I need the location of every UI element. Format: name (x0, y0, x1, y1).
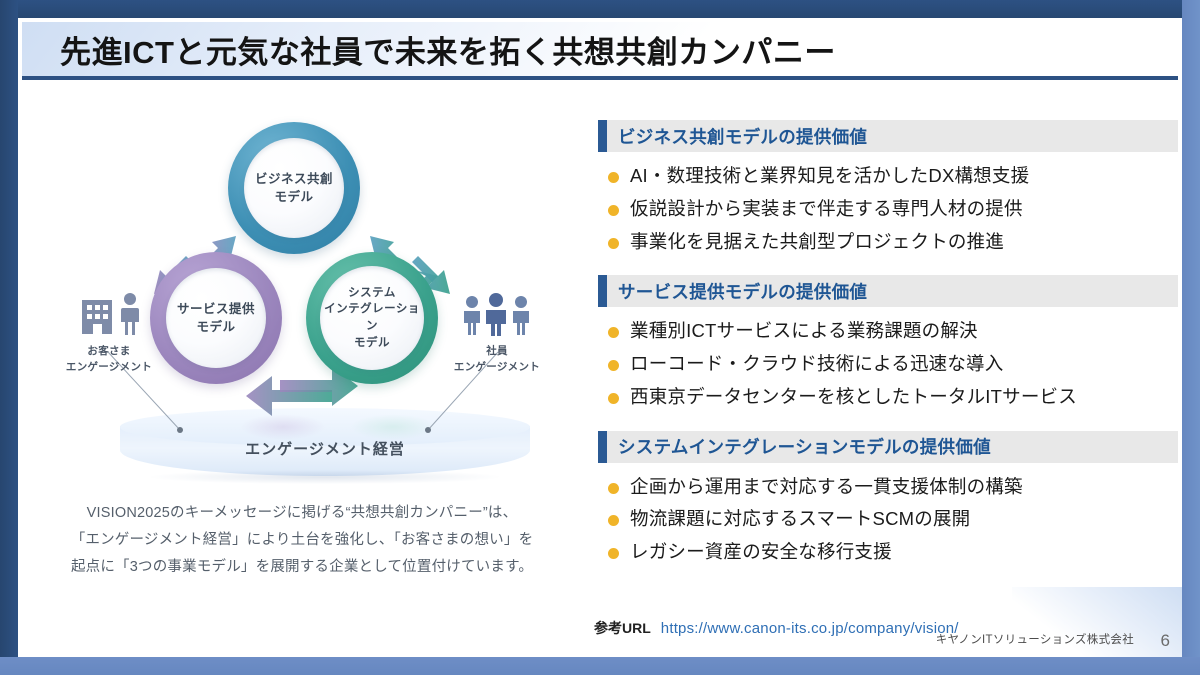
page-title: 先進ICTと元気な社員で未来を拓く共想共創カンパニー (60, 34, 836, 70)
list-item: 事業化を見据えた共創型プロジェクトの推進 (608, 228, 1178, 256)
list-item: 企画から運用まで対応する一貫支援体制の構築 (608, 473, 1178, 501)
right-border-rail (1182, 0, 1200, 675)
circle-label-line2: モデル (274, 190, 314, 204)
diagram-description: VISION2025のキーメッセージに掲げる“共想共創カンパニー”は、 「エンゲ… (40, 500, 564, 580)
circle-label-line3: モデル (354, 336, 390, 349)
bullet-text: 物流課題に対応するスマートSCMの展開 (630, 508, 971, 530)
left-border-rail (0, 0, 18, 675)
circle-service-provision: サービス提供 モデル (150, 252, 282, 384)
bullet-dot-icon (608, 172, 619, 183)
section-accent-bar (598, 430, 607, 463)
description-line1: VISION2025のキーメッセージに掲げる“共想共創カンパニー”は、 (86, 505, 518, 521)
top-border-band (0, 0, 1200, 18)
bullet-dot-icon (608, 548, 619, 559)
circle-label: システム インテグレーション モデル (320, 285, 424, 352)
circle-system-integration: システム インテグレーション モデル (306, 252, 438, 384)
caption-line2: エンゲージメント (65, 360, 153, 373)
diagram-column: エンゲージメント経営 (22, 92, 582, 652)
bullet-text: AI・数理技術と業界知見を活かしたDX構想支援 (630, 165, 1030, 186)
bullet-text: 企画から運用まで対応する一貫支援体制の構築 (630, 475, 1023, 497)
company-name: キヤノンITソリューションズ株式会社 (935, 634, 1134, 646)
circle-inner: システム インテグレーション モデル (320, 266, 424, 370)
section-title: サービス提供モデルの提供価値 (618, 281, 868, 302)
corner-decoration (1012, 587, 1182, 657)
person-icon (120, 293, 139, 335)
base-label: エンゲージメント経営 (245, 441, 405, 458)
bullet-list: 業種別ICTサービスによる業務課題の解決 ローコード・クラウド技術による迅速な導… (598, 317, 1178, 410)
engagement-base-cylinder: エンゲージメント経営 (120, 408, 530, 488)
list-item: 西東京データセンターを核としたトータルITサービス (608, 383, 1178, 411)
circle-label-line2: インテグレーション (324, 303, 420, 332)
list-item: 仮説設計から実装まで伴走する専門人材の提供 (608, 195, 1178, 223)
bullet-text: 事業化を見据えた共創型プロジェクトの推進 (630, 230, 1005, 252)
cylinder-shadow (150, 470, 500, 484)
circle-label-line2: モデル (196, 320, 236, 334)
employee-engagement-caption: 社員 エンゲージメント (432, 344, 562, 376)
circle-label: ビジネス共創 モデル (255, 170, 333, 206)
bullet-text: ローコード・クラウド技術による迅速な導入 (630, 353, 1004, 374)
bullet-text: レガシー資産の安全な移行支援 (630, 541, 892, 562)
caption-line1: 社員 (486, 345, 508, 357)
building-icon (81, 300, 112, 334)
icon-row (44, 280, 174, 336)
title-bar: 先進ICTと元気な社員で未来を拓く共想共創カンパニー (22, 22, 1178, 80)
bullet-dot-icon (608, 392, 619, 404)
section-title: ビジネス共創モデルの提供価値 (618, 126, 868, 147)
customer-engagement-caption: お客さま エンゲージメント (44, 344, 174, 376)
list-item: ローコード・クラウド技術による迅速な導入 (608, 350, 1178, 378)
circle-label: サービス提供 モデル (177, 300, 255, 336)
content-area: エンゲージメント経営 (22, 92, 1178, 652)
bullet-dot-icon (608, 237, 619, 249)
circle-label-line1: ビジネス共創 (254, 171, 333, 186)
reference-url-line: 参考URL https://www.canon-its.co.jp/compan… (594, 618, 959, 638)
bullet-dot-icon (608, 515, 619, 527)
bullet-list: 企画から運用まで対応する一貫支援体制の構築 物流課題に対応するスマートSCMの展… (598, 473, 1178, 566)
bullet-list: AI・数理技術と業界知見を活かしたDX構想支援 仮説設計から実装まで伴走する専門… (598, 162, 1178, 255)
list-item: レガシー資産の安全な移行支援 (608, 538, 1178, 566)
reflection-teal (350, 414, 436, 440)
bullet-dot-icon (608, 482, 619, 494)
customer-engagement-group: お客さま エンゲージメント (44, 280, 174, 376)
value-sections-column: ビジネス共創モデルの提供価値 AI・数理技術と業界知見を活かしたDX構想支援 仮… (598, 120, 1178, 586)
bullet-dot-icon (608, 360, 619, 371)
description-line3: 起点に「3つの事業モデル」を展開する企業として位置付けています。 (70, 558, 534, 575)
bottom-border-band (0, 657, 1200, 675)
section-service-provision: サービス提供モデルの提供価値 業種別ICTサービスによる業務課題の解決 ローコー… (598, 275, 1178, 410)
bullet-text: 仮説設計から実装まで伴走する専門人材の提供 (630, 197, 1023, 219)
circle-inner: ビジネス共創 モデル (244, 138, 344, 238)
circle-business-co-creation: ビジネス共創 モデル (228, 122, 360, 254)
reflection-purple (240, 414, 326, 440)
section-business-co-creation: ビジネス共創モデルの提供価値 AI・数理技術と業界知見を活かしたDX構想支援 仮… (598, 120, 1178, 255)
bullet-text: 業種別ICTサービスによる業務課題の解決 (630, 320, 978, 342)
business-model-diagram: エンゲージメント経営 (32, 100, 572, 500)
section-title: システムインテグレーションモデルの提供価値 (618, 437, 991, 457)
reference-label: 参考URL (594, 620, 651, 636)
bullet-text: 西東京データセンターを核としたトータルITサービス (630, 385, 1077, 407)
icon-row (432, 280, 562, 336)
section-header: ビジネス共創モデルの提供価値 (598, 120, 1178, 152)
three-people-icon (464, 293, 529, 336)
list-item: 業種別ICTサービスによる業務課題の解決 (608, 317, 1178, 345)
caption-line2: エンゲージメント (453, 360, 541, 373)
list-item: AI・数理技術と業界知見を活かしたDX構想支援 (608, 162, 1178, 190)
bullet-dot-icon (608, 204, 619, 216)
section-accent-bar (598, 275, 607, 308)
bullet-dot-icon (608, 327, 619, 339)
caption-line1: お客さま (87, 345, 131, 357)
reference-link[interactable]: https://www.canon-its.co.jp/company/visi… (660, 620, 959, 637)
employee-engagement-group: 社員 エンゲージメント (432, 280, 562, 376)
section-accent-bar (598, 120, 607, 152)
circle-label-line1: サービス提供 (176, 301, 255, 316)
section-header: システムインテグレーションモデルの提供価値 (598, 430, 1178, 463)
description-line2: 「エンゲージメント経営」により土台を強化し、「お客さまの想い」を (70, 531, 534, 548)
section-system-integration: システムインテグレーションモデルの提供価値 企画から運用まで対応する一貫支援体制… (598, 430, 1178, 566)
circle-inner: サービス提供 モデル (166, 268, 266, 368)
page-number: 6 (1160, 631, 1170, 650)
circle-label-line1: システム (348, 286, 396, 299)
list-item: 物流課題に対応するスマートSCMの展開 (608, 505, 1178, 533)
section-header: サービス提供モデルの提供価値 (598, 275, 1178, 308)
